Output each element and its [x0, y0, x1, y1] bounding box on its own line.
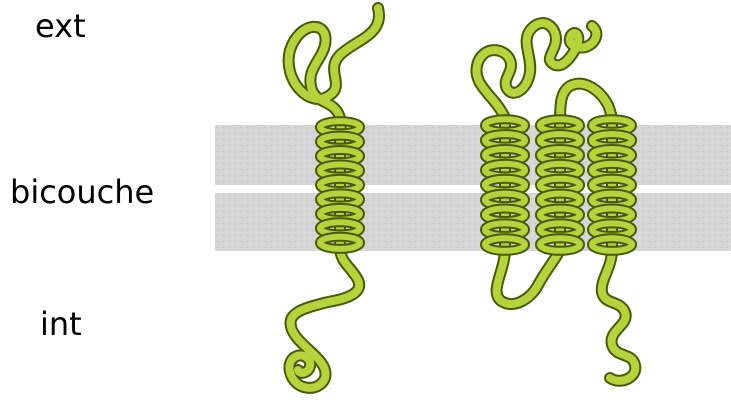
inner-leaflet [215, 193, 731, 251]
outer-leaflet [215, 125, 731, 185]
lipid-bilayer [215, 125, 731, 251]
